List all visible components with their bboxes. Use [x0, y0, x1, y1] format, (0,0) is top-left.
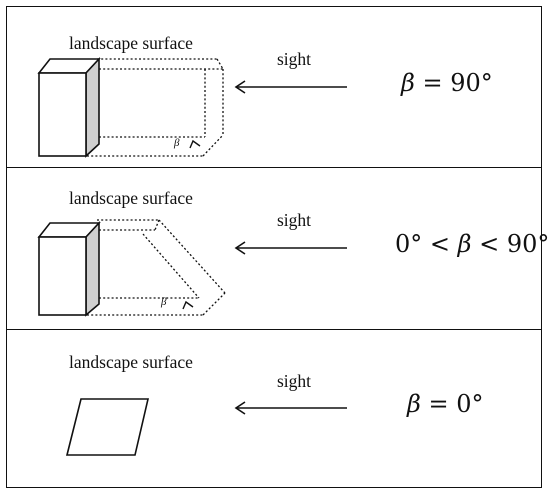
building-figure-oblique: β — [37, 219, 347, 317]
building-box — [37, 220, 101, 317]
sight-arrow — [234, 401, 347, 415]
beta-angle-label: β — [173, 137, 180, 149]
sight-label: sight — [277, 210, 312, 230]
right-angle-mark — [189, 139, 201, 149]
sight-arrow — [234, 241, 347, 255]
building-box — [37, 56, 101, 158]
building-figure-vertical: β — [37, 56, 347, 158]
panel-beta-90: landscape surface sight β = 90° β — [6, 6, 542, 168]
sight-label: sight — [277, 49, 312, 69]
angle-condition: β = 0° — [407, 390, 484, 418]
surface-label: landscape surface — [69, 352, 193, 372]
angle-mark — [182, 300, 194, 310]
angle-condition: 0° < β < 90° — [395, 230, 550, 258]
angle-condition: β = 90° — [401, 69, 493, 97]
beta-angle-label: β — [160, 296, 167, 308]
surface-label: landscape surface — [69, 188, 193, 208]
panel-beta-0: landscape surface sight β = 0° — [6, 329, 542, 488]
sight-label: sight — [277, 371, 312, 391]
sight-arrow — [234, 80, 347, 94]
surface-label: landscape surface — [69, 33, 193, 53]
flat-surface-figure — [65, 398, 347, 456]
panel-beta-oblique: landscape surface sight 0° < β < 90° β — [6, 167, 549, 330]
flat-surface-parallelogram — [65, 398, 150, 456]
